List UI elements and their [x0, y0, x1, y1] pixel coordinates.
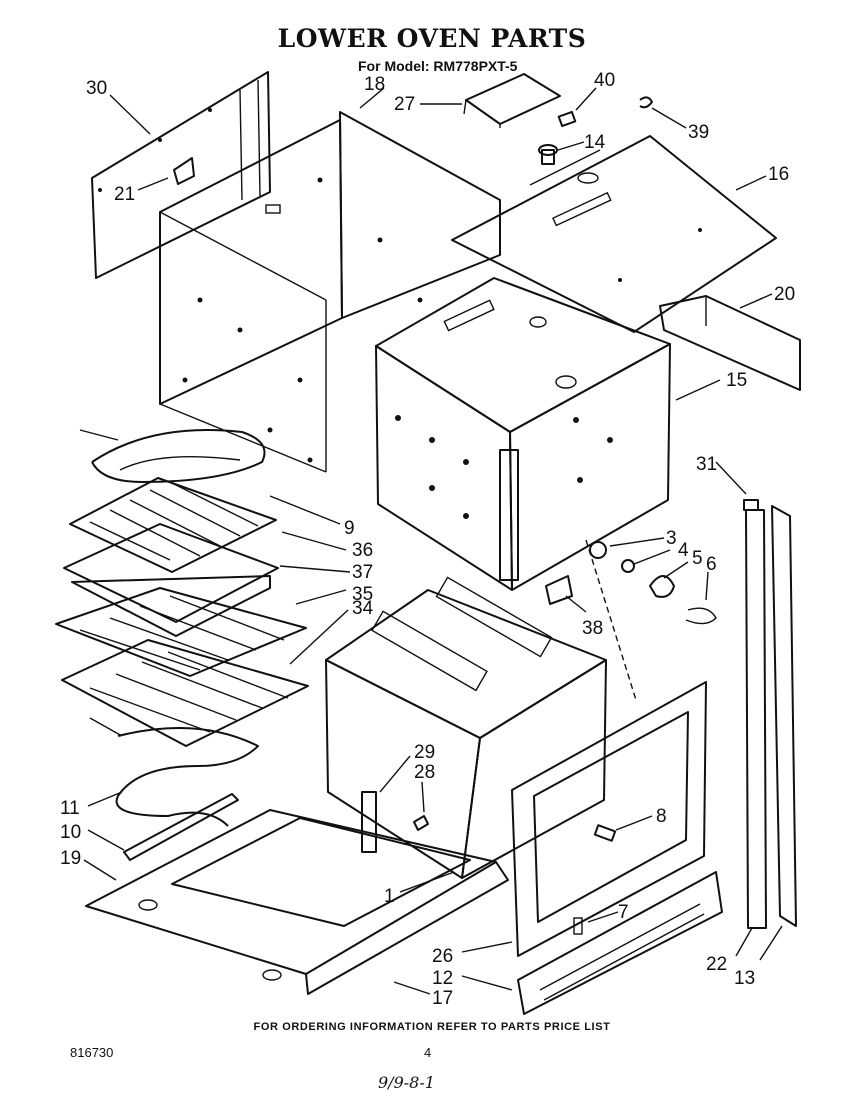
callout-labels: 30 18 27 40 39 14 16 21 20 15 31 9 36 37…: [60, 70, 795, 1009]
part-13-trim: [771, 505, 797, 927]
callout-8: 8: [656, 806, 667, 827]
part-21-bracket: [173, 157, 195, 185]
door-frame: [511, 681, 707, 957]
part-30-rear-panel: [91, 71, 271, 279]
callout-17: 17: [432, 988, 453, 1009]
part-31-clip: [743, 499, 759, 511]
part-1-oven-liner: [325, 576, 607, 879]
ordering-note: FOR ORDERING INFORMATION REFER TO PARTS …: [253, 1021, 611, 1033]
callout-13: 13: [734, 968, 755, 989]
callout-16: 16: [768, 164, 789, 185]
part-35-rack: [55, 587, 307, 677]
callout-37: 37: [352, 562, 373, 583]
callout-26: 26: [432, 946, 453, 967]
part-34-rack: [61, 639, 309, 747]
callout-35: 35: [352, 584, 373, 605]
part-11-bake-element: [89, 717, 259, 827]
part-12-kick-panel: [517, 871, 723, 1015]
callout-1: 1: [384, 886, 395, 907]
callout-18: 18: [364, 74, 385, 95]
callout-5: 5: [692, 548, 703, 569]
part-38-switch: [545, 575, 573, 605]
callout-36: 36: [352, 540, 373, 561]
callout-27: 27: [394, 94, 415, 115]
callout-9: 9: [344, 518, 355, 539]
callout-20: 20: [774, 284, 795, 305]
part-40-clip: [557, 110, 577, 128]
part-15-oven-wrapper: [375, 277, 671, 591]
handwritten-code: 9/9-8-1: [378, 1073, 435, 1092]
parts-3-6-lamp-assembly: [589, 541, 717, 625]
callout-28: 28: [414, 762, 435, 783]
callout-30: 30: [86, 78, 107, 99]
callout-39: 39: [688, 122, 709, 143]
part-27-bracket: [463, 73, 561, 128]
part-9-broil-element: [79, 429, 266, 483]
callout-7: 7: [618, 902, 629, 923]
part-37-broil-pan: [63, 523, 279, 637]
page-number: 4: [424, 1045, 432, 1060]
leader-lines: [83, 87, 783, 995]
callout-40: 40: [594, 70, 615, 91]
part-10-bracket: [123, 793, 239, 861]
callout-31: 31: [696, 454, 717, 475]
part-29-hinge-bracket: [361, 791, 377, 853]
callout-10: 10: [60, 822, 81, 843]
part-14-nut: [538, 144, 558, 165]
callout-22: 22: [706, 954, 727, 975]
part-17-rail: [305, 861, 509, 995]
model-line: For Model: RM778PXT-5: [358, 58, 518, 74]
part-8-hinge-pin: [593, 824, 617, 842]
callout-21: 21: [114, 184, 135, 205]
callout-19: 19: [60, 848, 81, 869]
callout-4: 4: [678, 540, 689, 561]
part-20-rail: [659, 295, 801, 391]
callout-29: 29: [414, 742, 435, 763]
part-22-trim: [745, 509, 767, 929]
part-18-side-panel: [159, 111, 501, 473]
callout-34: 34: [352, 598, 374, 619]
callout-14: 14: [584, 132, 606, 153]
callout-15: 15: [726, 370, 747, 391]
part-36-broil-grid: [69, 477, 277, 573]
callout-12: 12: [432, 968, 453, 989]
callout-11: 11: [60, 798, 80, 819]
callout-38: 38: [582, 618, 603, 639]
page-title: LOWER OVEN PARTS: [277, 24, 587, 53]
part-16-top-plate: [451, 135, 777, 333]
part-28-hinge-clip: [413, 815, 429, 831]
document-number: 816730: [70, 1045, 114, 1060]
part-39-spring: [639, 96, 653, 109]
callout-3: 3: [666, 528, 677, 549]
callout-6: 6: [706, 554, 717, 575]
